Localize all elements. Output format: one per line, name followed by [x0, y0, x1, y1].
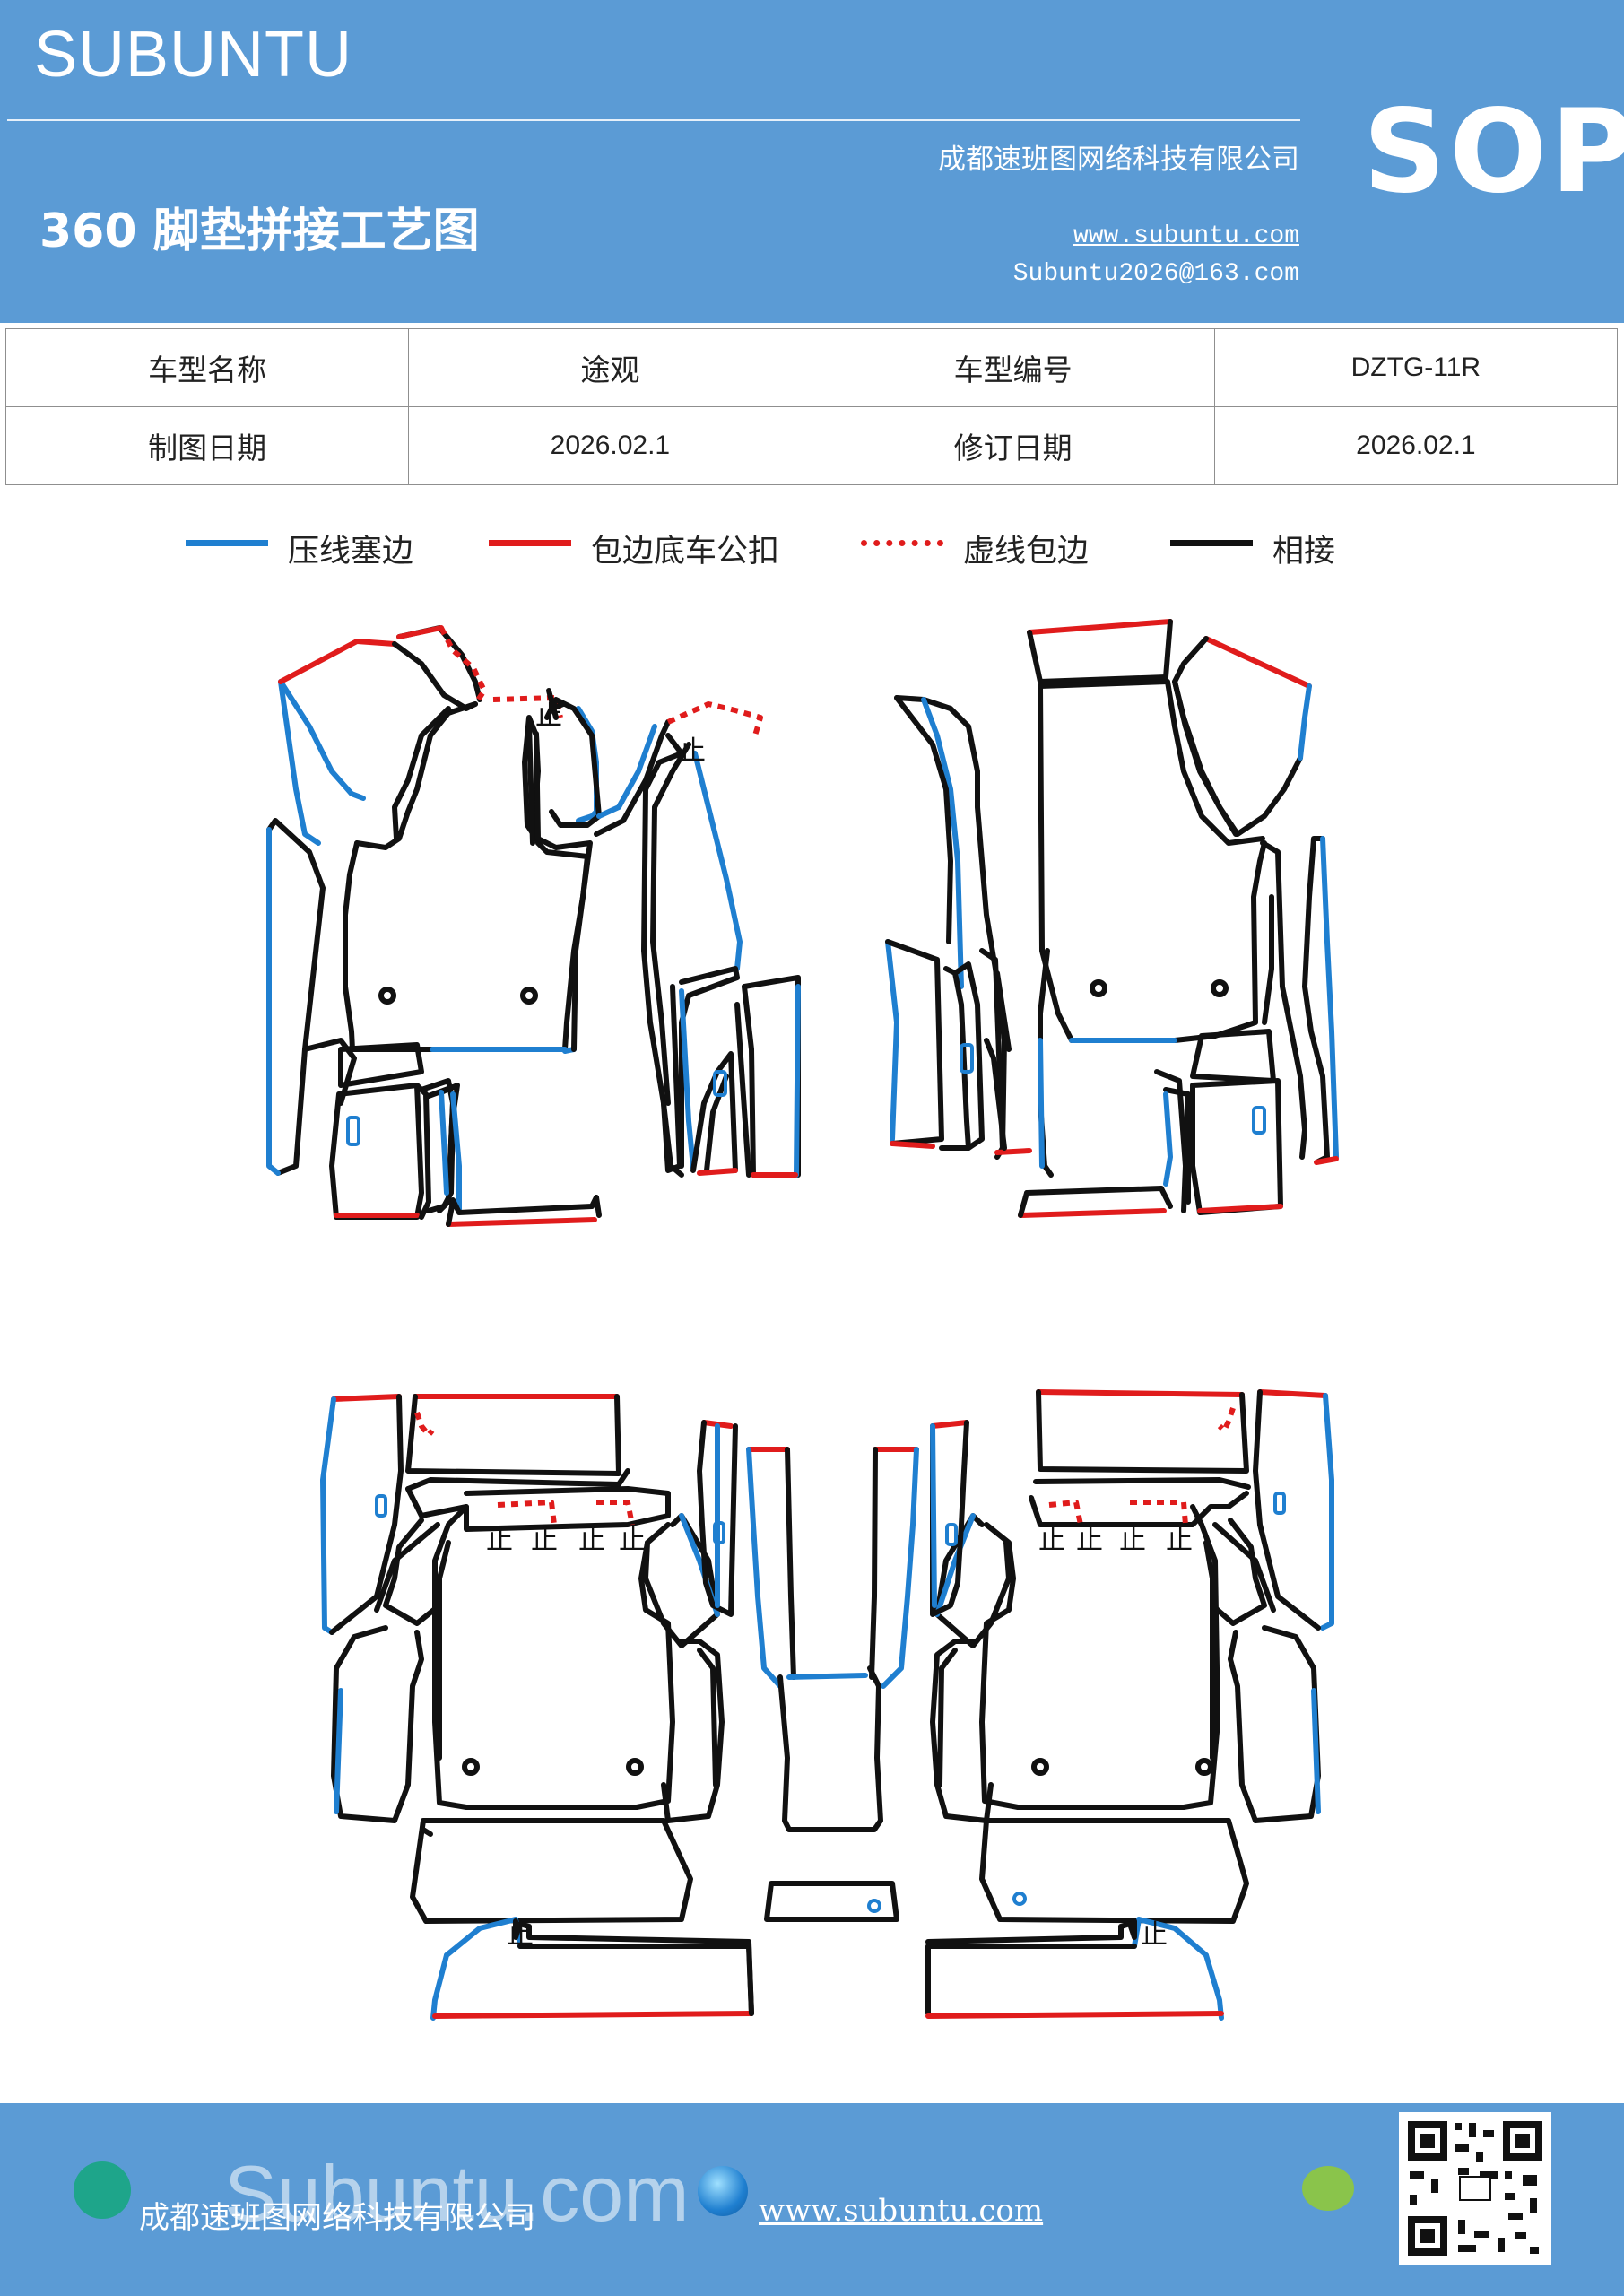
legend-swatch	[489, 540, 571, 546]
legend-label: 虚线包边	[963, 534, 1090, 570]
legend-label: 包边底车公扣	[591, 534, 780, 570]
brand-name: SUBUNTU	[34, 19, 353, 91]
stop-marker: 止	[578, 1525, 605, 1556]
document-title: 360 脚垫拼接工艺图	[39, 204, 480, 258]
front-right-mat-group	[885, 619, 1339, 1218]
footer-watermark: Subuntu.com	[224, 2149, 690, 2238]
value-vehicle-name: 途观	[408, 328, 812, 407]
stop-marker: 止	[1119, 1525, 1146, 1556]
rear-right-mat-group	[869, 1389, 1334, 2021]
mounting-holes	[378, 979, 1229, 1776]
website-link[interactable]: www.subuntu.com	[1073, 222, 1299, 250]
line-legend: 压线塞边 包边底车公扣 虚线包边 相接	[0, 520, 1624, 574]
stop-marker: 止	[1038, 1525, 1065, 1556]
table-row: 车型名称 途观 车型编号 DZTG-11R	[4, 328, 1619, 407]
stop-marker: 止	[535, 700, 562, 732]
front-left-mat-group	[266, 625, 801, 1227]
label-revision-date: 修订日期	[811, 406, 1215, 485]
header-banner: SUBUNTU 360 脚垫拼接工艺图 成都速班图网络科技有限公司 www.su…	[0, 0, 1624, 323]
legend-swatch	[1170, 540, 1253, 546]
label-vehicle-name: 车型名称	[4, 328, 410, 407]
stop-marker: 止	[679, 735, 706, 767]
value-revision-date: 2026.02.1	[1213, 406, 1619, 485]
stop-marker: 止	[1166, 1525, 1193, 1556]
email-address: Subuntu2026@163.com	[1012, 260, 1299, 288]
legend-label: 相接	[1272, 534, 1336, 570]
stop-marker: 止	[619, 1525, 646, 1556]
stop-marker: 止	[531, 1525, 558, 1556]
globe-icon	[698, 2166, 748, 2216]
vehicle-info-table: 车型名称 途观 车型编号 DZTG-11R 制图日期 2026.02.1 修订日…	[4, 328, 1619, 485]
qr-code	[1399, 2112, 1551, 2265]
legend-label: 压线塞边	[288, 534, 414, 570]
footer-company: 成都速班图网络科技有限公司	[139, 2200, 535, 2236]
stop-markers: 止 止 止 止 止 止 止 止 止 止 止 止	[486, 700, 1193, 1951]
wechat-icon	[1302, 2166, 1354, 2211]
stop-marker: 止	[1076, 1525, 1103, 1556]
company-building-icon	[74, 2161, 131, 2219]
company-name: 成都速班图网络科技有限公司	[938, 144, 1299, 176]
stop-marker: 止	[507, 1919, 534, 1951]
footer-website-link[interactable]: www.subuntu.com	[759, 2193, 1044, 2229]
label-vehicle-code: 车型编号	[811, 328, 1215, 407]
label-drawing-date: 制图日期	[4, 406, 410, 485]
legend-swatch	[186, 540, 268, 546]
rear-left-mat-group	[320, 1394, 899, 2021]
legend-swatch	[861, 540, 943, 546]
cutout-slots	[346, 1043, 1286, 1913]
stop-marker: 止	[486, 1525, 513, 1556]
footer-banner: Subuntu.com 成都速班图网络科技有限公司 www.subuntu.co…	[0, 2103, 1624, 2296]
table-row: 制图日期 2026.02.1 修订日期 2026.02.1	[4, 406, 1619, 485]
stop-marker: 止	[1141, 1919, 1168, 1951]
value-drawing-date: 2026.02.1	[408, 406, 812, 485]
header-divider	[7, 119, 1300, 121]
sop-badge: SOP	[1363, 85, 1624, 219]
value-vehicle-code: DZTG-11R	[1213, 328, 1619, 407]
